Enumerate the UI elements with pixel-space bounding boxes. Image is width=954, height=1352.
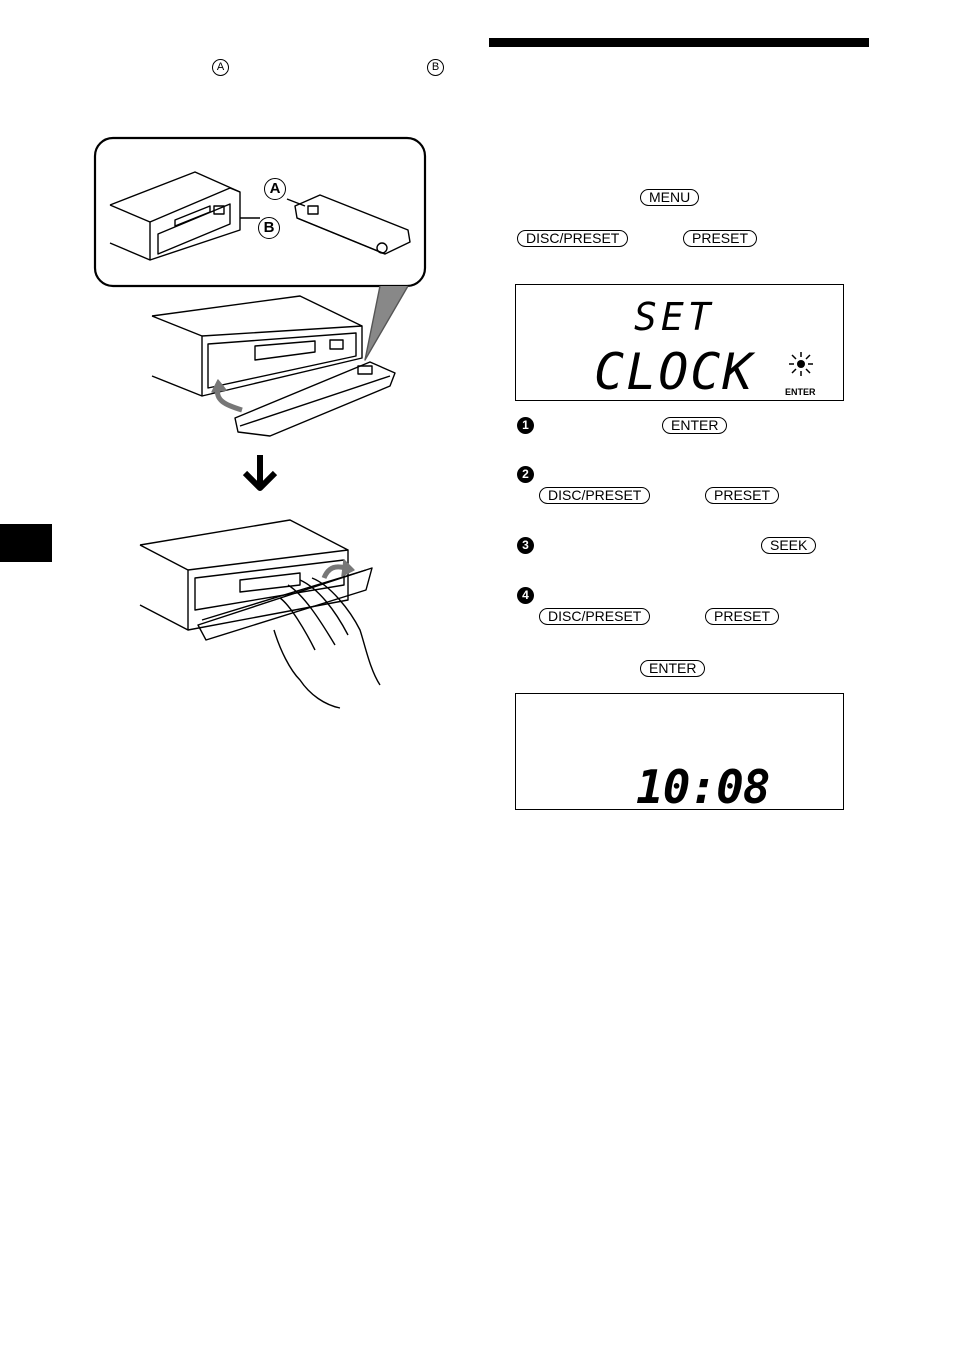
enter-button-symbol-final: ENTER	[640, 660, 706, 677]
step-4-number: 4	[517, 587, 534, 604]
sun-icon	[789, 352, 813, 376]
language-tab	[0, 524, 52, 562]
callout-label-a: A	[264, 178, 286, 200]
lcd-enter-indicator: ENTER	[785, 387, 816, 397]
seek-button-symbol: SEEK	[761, 537, 817, 554]
front-panel-illustration	[93, 136, 427, 709]
enter-button-symbol-step1: ENTER	[662, 417, 728, 434]
step-3-number: 3	[517, 537, 534, 554]
menu-button-symbol: MENU	[640, 189, 700, 206]
section-header-rule	[489, 38, 869, 47]
marker-a: A	[212, 59, 229, 76]
disc-preset-button-symbol-step4: DISC/PRESET	[539, 608, 651, 625]
step-2-number: 2	[517, 466, 534, 483]
lcd-line-1: SET	[634, 295, 715, 339]
preset-button-symbol-step4: PRESET	[705, 608, 780, 625]
lcd-time: 10:08	[636, 760, 770, 814]
disc-preset-button-symbol-step2: DISC/PRESET	[539, 487, 651, 504]
lcd-display-set-clock: SET CLOCK ENTER	[515, 284, 844, 401]
lcd-display-time: 10:08	[515, 693, 844, 814]
preset-button-symbol: PRESET	[683, 230, 758, 247]
preset-button-symbol-step2: PRESET	[705, 487, 780, 504]
step-1-number: 1	[517, 417, 534, 434]
callout-label-b: B	[258, 217, 280, 239]
disc-preset-button-symbol: DISC/PRESET	[517, 230, 629, 247]
marker-b: B	[427, 59, 444, 76]
lcd-line-2: CLOCK	[594, 343, 755, 401]
